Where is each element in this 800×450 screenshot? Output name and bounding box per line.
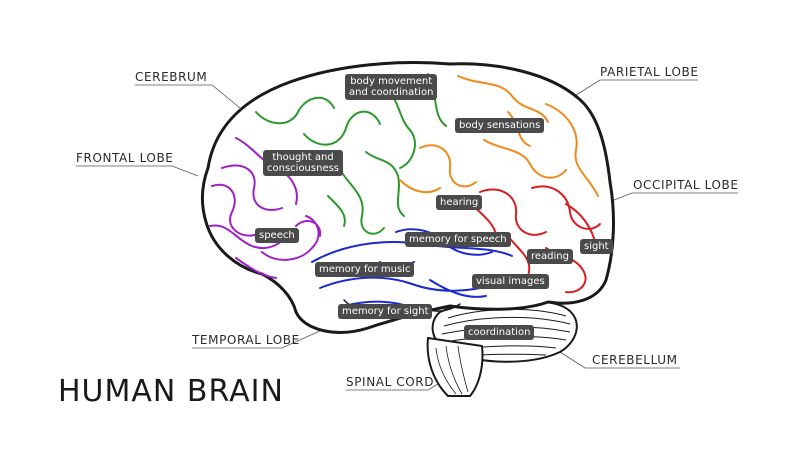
tag-body-sensations: body sensations: [455, 118, 545, 133]
label-parietal-lobe: PARIETAL LOBE: [600, 65, 699, 79]
tag-sight: sight: [580, 239, 613, 254]
tag-memory-for-speech: memory for speech: [405, 232, 511, 247]
label-spinal-cord: SPINAL CORD: [346, 375, 435, 389]
tag-coordination: coordination: [464, 325, 535, 340]
tag-reading: reading: [527, 249, 573, 264]
leader-lines: [76, 79, 738, 391]
leader-cerebrum: [135, 84, 241, 109]
leader-cerebellum: [559, 351, 680, 369]
occipital-gyri: [469, 185, 601, 294]
tag-body-movement-line1: body movement: [350, 76, 433, 87]
tag-visual-images: visual images: [472, 274, 549, 289]
parietal-gyri: [399, 75, 599, 197]
label-cerebellum: CEREBELLUM: [592, 353, 678, 367]
tag-memory-for-music: memory for music: [315, 262, 415, 277]
spinal-cord-shape: [426, 336, 484, 397]
tag-speech: speech: [255, 228, 299, 243]
tag-thought-line1: thought and: [272, 152, 334, 163]
label-temporal-lobe: TEMPORAL LOBE: [192, 333, 300, 347]
leader-frontal: [76, 165, 199, 177]
tag-body-movement-line2: and coordination: [349, 87, 434, 98]
label-occipital-lobe: OCCIPITAL LOBE: [633, 178, 739, 192]
motor-gyri: [255, 73, 447, 235]
leader-occipital: [603, 192, 738, 205]
tag-thought-consciousness: thought and consciousness: [263, 150, 344, 176]
leader-temporal: [192, 329, 323, 349]
cerebrum-outline: [200, 61, 615, 334]
tag-hearing: hearing: [436, 195, 483, 210]
tag-thought-line2: consciousness: [267, 163, 340, 174]
tag-memory-for-sight: memory for sight: [338, 304, 433, 319]
frontal-gyri: [209, 137, 322, 279]
label-frontal-lobe: FRONTAL LOBE: [76, 151, 174, 165]
leader-parietal: [564, 79, 698, 103]
tag-body-movement: body movement and coordination: [345, 74, 438, 100]
diagram-title: HUMAN BRAIN: [58, 374, 284, 409]
label-cerebrum: CEREBRUM: [135, 70, 208, 84]
